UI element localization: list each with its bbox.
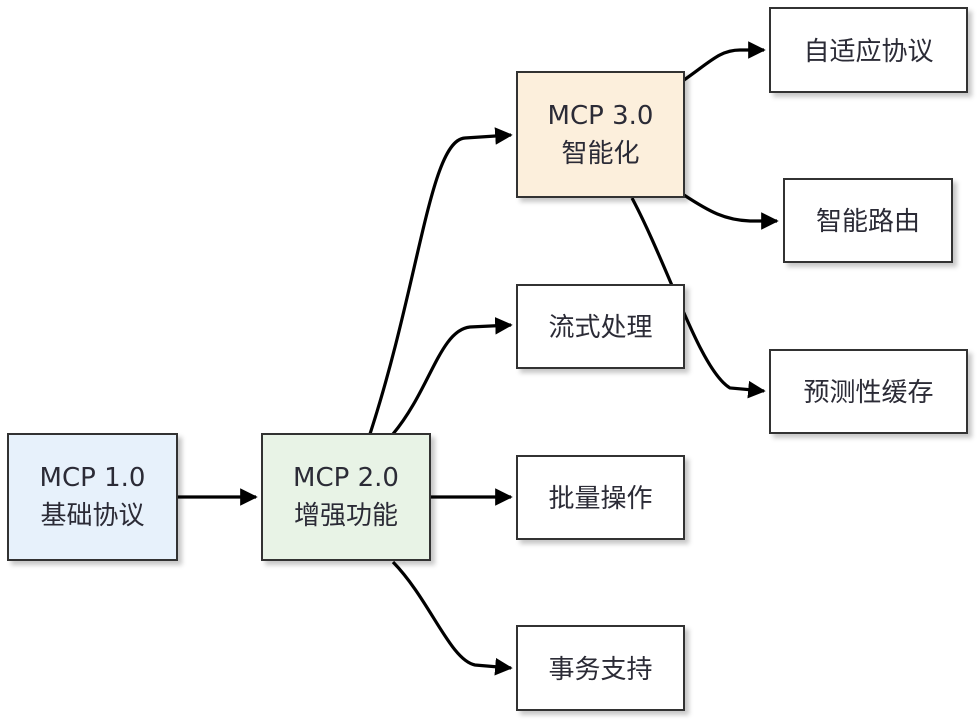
node-predictive-cache[interactable]: 预测性缓存 [769, 349, 968, 434]
edge-mcp2-to-txn [391, 560, 513, 676]
edge-mcp3-to-adaptive [683, 41, 766, 82]
node-box [516, 625, 685, 711]
node-label-line: 增强功能 [294, 501, 398, 531]
node-box [7, 433, 178, 561]
node-mcp-1[interactable]: MCP 1.0 基础协议 [7, 433, 178, 561]
node-label-line: MCP 1.0 [40, 463, 146, 493]
node-mcp-3[interactable]: MCP 3.0 智能化 [516, 71, 685, 198]
node-box [516, 284, 685, 369]
node-label: 流式处理 [548, 313, 652, 343]
node-box [516, 455, 685, 540]
node-label: 事务支持 [548, 655, 652, 685]
node-box [783, 178, 953, 263]
node-box [769, 349, 968, 434]
node-label-line: MCP 2.0 [293, 463, 399, 493]
node-batch-operations[interactable]: 批量操作 [516, 455, 685, 540]
node-label-line: 智能化 [561, 139, 639, 169]
node-label-line: 基础协议 [40, 501, 144, 531]
node-adaptive-protocol[interactable]: 自适应协议 [769, 7, 968, 93]
node-label: 自适应协议 [803, 37, 933, 67]
edge-mcp3-to-cache [630, 197, 766, 399]
nodes-layer: MCP 1.0 基础协议 MCP 2.0 增强功能 MCP 3.0 智能化 流式… [7, 7, 968, 711]
edge-mcp2-to-mcp3 [368, 127, 513, 435]
node-stream-processing[interactable]: 流式处理 [516, 284, 685, 369]
edge-mcp2-to-stream [391, 316, 513, 436]
edges-layer [177, 41, 779, 676]
node-label-line: MCP 3.0 [548, 101, 654, 131]
node-box [261, 433, 431, 561]
node-mcp-2[interactable]: MCP 2.0 增强功能 [261, 433, 431, 561]
node-label: 智能路由 [816, 207, 920, 237]
node-box [516, 71, 685, 198]
node-smart-routing[interactable]: 智能路由 [783, 178, 953, 263]
node-transaction-support[interactable]: 事务支持 [516, 625, 685, 711]
node-label: 预测性缓存 [803, 378, 933, 408]
node-box [769, 7, 968, 93]
node-label: 批量操作 [548, 484, 652, 514]
edge-mcp3-to-routing [683, 193, 779, 230]
